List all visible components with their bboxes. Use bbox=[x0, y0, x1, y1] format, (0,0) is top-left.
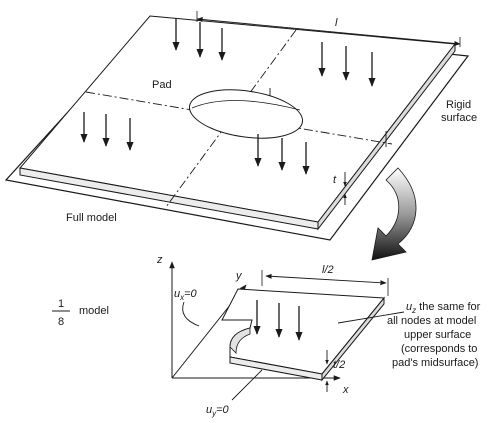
uz-var: u bbox=[406, 301, 412, 313]
ux-var: u bbox=[174, 288, 180, 300]
dimension-l-label: l bbox=[335, 17, 338, 29]
transition-arrow bbox=[371, 167, 417, 261]
rigid-surface-label: Rigid bbox=[446, 99, 471, 111]
load-arrows-full bbox=[80, 18, 376, 175]
ux-eq: =0 bbox=[184, 288, 197, 300]
dimension-l2: l/2 bbox=[261, 264, 389, 296]
uz-note-line: (corresponds to bbox=[401, 343, 477, 355]
full-model: l t Pad Rigid surface Full model bbox=[4, 11, 477, 241]
svg-text:ux=0: ux=0 bbox=[174, 288, 198, 302]
z-axis-label: z bbox=[156, 254, 163, 266]
central-hole bbox=[188, 89, 304, 139]
load-arrows-eighth bbox=[253, 300, 303, 341]
thickness-t2: t/2 bbox=[325, 350, 345, 392]
uz-note-line: all nodes at model bbox=[387, 315, 476, 327]
thickness-t2-label: t/2 bbox=[333, 359, 345, 371]
uy-sub: y bbox=[211, 409, 217, 418]
uz-note-line: upper surface bbox=[404, 329, 471, 341]
uy-constraint: uy=0 bbox=[206, 369, 263, 418]
eighth-model: z y x l/2 t/2 1 bbox=[52, 254, 481, 418]
dimension-l: l bbox=[196, 11, 461, 47]
dimension-l2-label: l/2 bbox=[322, 264, 334, 276]
uz-note-line: pad's midsurface) bbox=[392, 357, 478, 369]
ux-constraint: ux=0 bbox=[174, 288, 200, 327]
uy-var: u bbox=[206, 404, 212, 416]
uz-sub: z bbox=[411, 306, 416, 315]
ux-sub: x bbox=[179, 293, 185, 302]
fraction-label: 1 8 model bbox=[52, 298, 109, 328]
svg-text:uy=0: uy=0 bbox=[206, 404, 230, 418]
uz-note-line: the same for bbox=[416, 301, 481, 313]
x-axis-label: x bbox=[342, 384, 349, 396]
thickness-t: t bbox=[333, 172, 347, 205]
uy-eq: =0 bbox=[216, 404, 229, 416]
pad-side-face bbox=[317, 42, 456, 231]
rigid-surface-label: surface bbox=[441, 112, 477, 124]
pad-label: Pad bbox=[152, 79, 172, 91]
fraction-denominator: 8 bbox=[58, 316, 64, 328]
full-model-caption: Full model bbox=[66, 212, 117, 224]
y-axis-label: y bbox=[235, 270, 243, 282]
thickness-label: t bbox=[333, 174, 337, 186]
model-word: model bbox=[79, 305, 109, 317]
fraction-numerator: 1 bbox=[58, 298, 64, 310]
eighth-plate bbox=[221, 288, 386, 382]
uz-note: uz the same for all nodes at model upper… bbox=[337, 301, 481, 369]
svg-text:uz the same for: uz the same for bbox=[406, 301, 481, 315]
